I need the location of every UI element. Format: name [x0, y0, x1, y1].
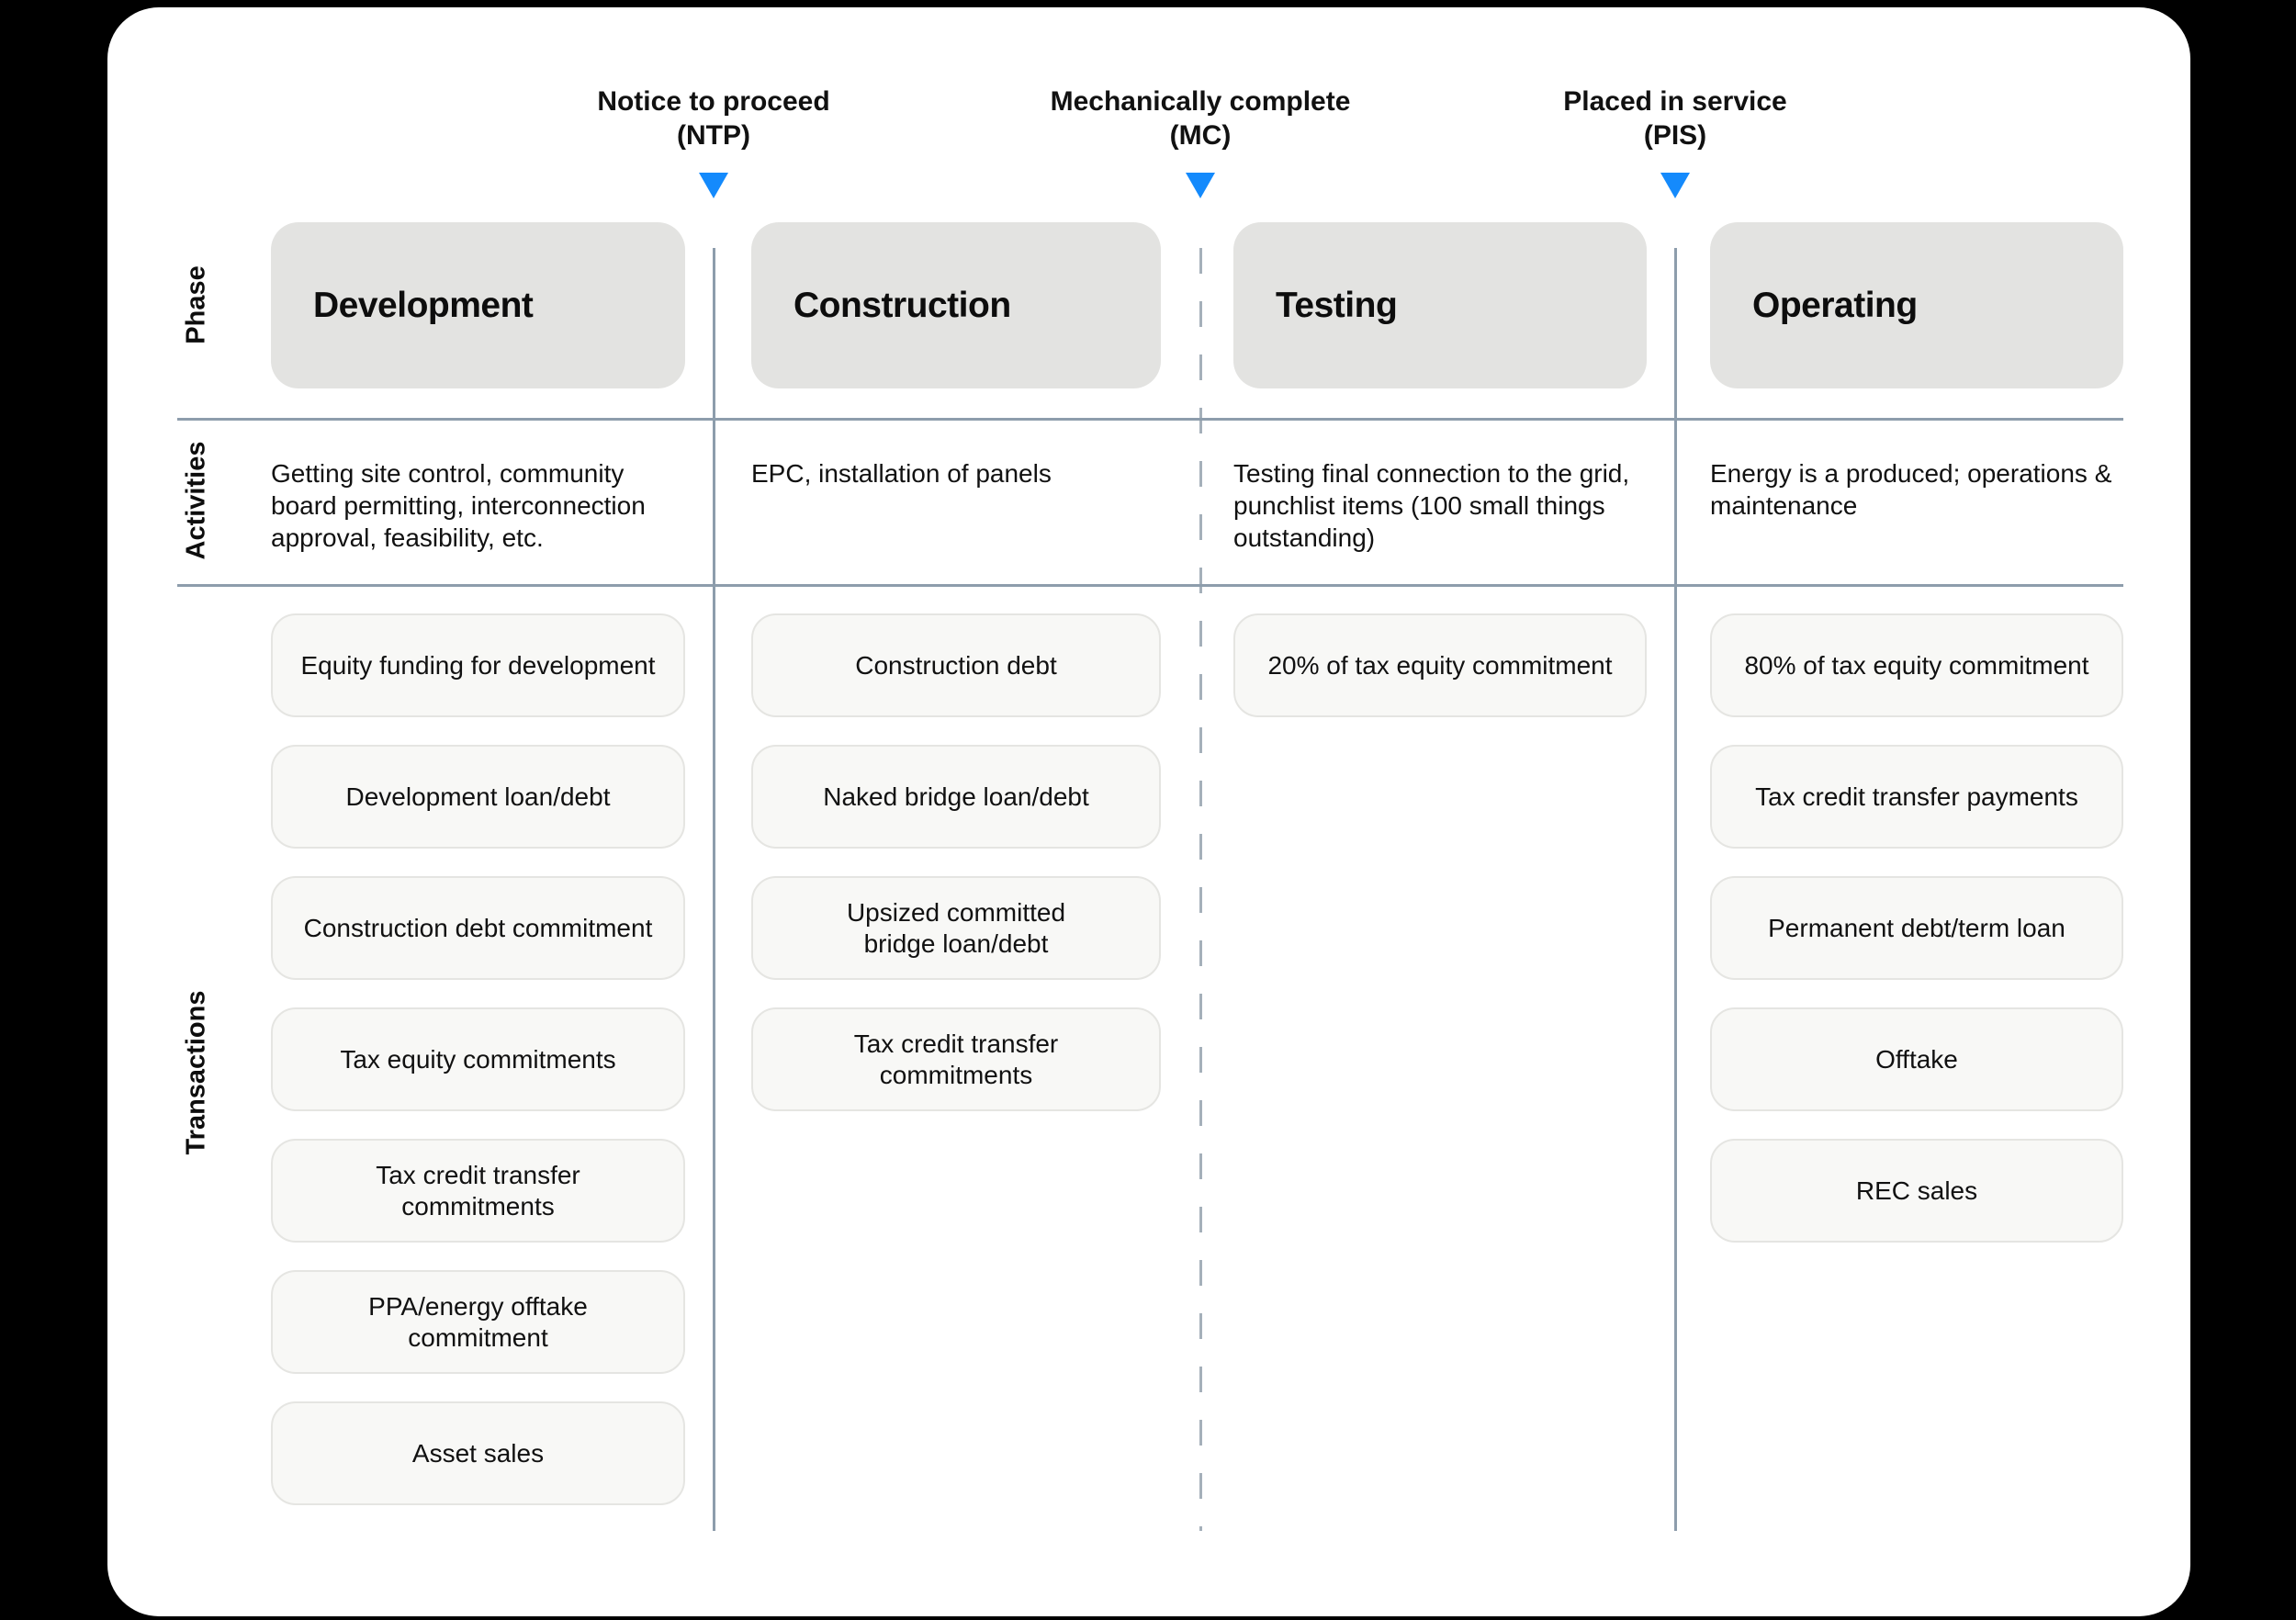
- milestone-mc-label: Mechanically complete(MC): [962, 84, 1439, 152]
- transaction-box: REC sales: [1710, 1139, 2123, 1243]
- divider-pis-line: [1674, 248, 1677, 1531]
- milestone-ntp: Notice to proceed(NTP): [475, 84, 952, 198]
- transaction-box: Naked bridge loan/debt: [751, 745, 1161, 849]
- milestone-ntp-name: Notice to proceed: [597, 86, 830, 117]
- row-separator-activities-transactions: [177, 584, 2123, 587]
- activity-text-development: Getting site control, community board pe…: [271, 459, 646, 552]
- row-label-activities: Activities: [181, 441, 211, 560]
- phase-header-development: Development: [271, 222, 685, 388]
- transaction-box: PPA/energy offtake commitment: [271, 1270, 685, 1374]
- divider-mc-line: [1199, 248, 1202, 1531]
- phase-title-testing: Testing: [1276, 285, 1398, 325]
- transaction-box: 80% of tax equity commitment: [1710, 613, 2123, 717]
- milestone-ntp-triangle-icon: [699, 173, 728, 198]
- phase-header-operating: Operating: [1710, 222, 2123, 388]
- transaction-box: Asset sales: [271, 1401, 685, 1505]
- milestone-mc-triangle-icon: [1186, 173, 1215, 198]
- transaction-box: Construction debt: [751, 613, 1161, 717]
- milestone-ntp-label: Notice to proceed(NTP): [475, 84, 952, 152]
- transaction-box: Tax equity commitments: [271, 1007, 685, 1111]
- transaction-box: Tax credit transfer payments: [1710, 745, 2123, 849]
- transaction-box: Offtake: [1710, 1007, 2123, 1111]
- milestone-pis-name: Placed in service: [1563, 86, 1787, 117]
- phase-header-construction: Construction: [751, 222, 1161, 388]
- transaction-box: Development loan/debt: [271, 745, 685, 849]
- milestone-pis: Placed in service(PIS): [1436, 84, 1914, 198]
- phase-title-development: Development: [313, 285, 534, 325]
- transaction-box: Equity funding for development: [271, 613, 685, 717]
- row-label-phase: Phase: [181, 265, 211, 344]
- phase-title-operating: Operating: [1752, 285, 1918, 325]
- milestone-mc-abbr: (MC): [1169, 120, 1232, 151]
- milestone-pis-label: Placed in service(PIS): [1436, 84, 1914, 152]
- row-separator-phase-activities: [177, 418, 2123, 421]
- phase-title-construction: Construction: [793, 285, 1011, 325]
- milestone-mc: Mechanically complete(MC): [962, 84, 1439, 198]
- milestone-ntp-abbr: (NTP): [677, 120, 750, 151]
- milestone-mc-name: Mechanically complete: [1050, 86, 1351, 117]
- milestone-pis-abbr: (PIS): [1643, 120, 1707, 151]
- phase-header-testing: Testing: [1233, 222, 1647, 388]
- diagram-card: Notice to proceed(NTP) Mechanically comp…: [107, 7, 2190, 1616]
- transaction-box: Tax credit transfer commitments: [271, 1139, 685, 1243]
- divider-ntp-line: [713, 248, 715, 1531]
- transaction-box: Permanent debt/term loan: [1710, 876, 2123, 980]
- transaction-box: Tax credit transfer commitments: [751, 1007, 1161, 1111]
- activity-text-construction: EPC, installation of panels: [751, 459, 1052, 488]
- transaction-box: Construction debt commitment: [271, 876, 685, 980]
- activity-text-testing: Testing final connection to the grid, pu…: [1233, 459, 1630, 552]
- row-label-transactions: Transactions: [181, 990, 211, 1155]
- milestone-pis-triangle-icon: [1660, 173, 1690, 198]
- transaction-box: 20% of tax equity commitment: [1233, 613, 1647, 717]
- activity-text-operating: Energy is a produced; operations & maint…: [1710, 459, 2112, 520]
- transaction-box: Upsized committed bridge loan/debt: [751, 876, 1161, 980]
